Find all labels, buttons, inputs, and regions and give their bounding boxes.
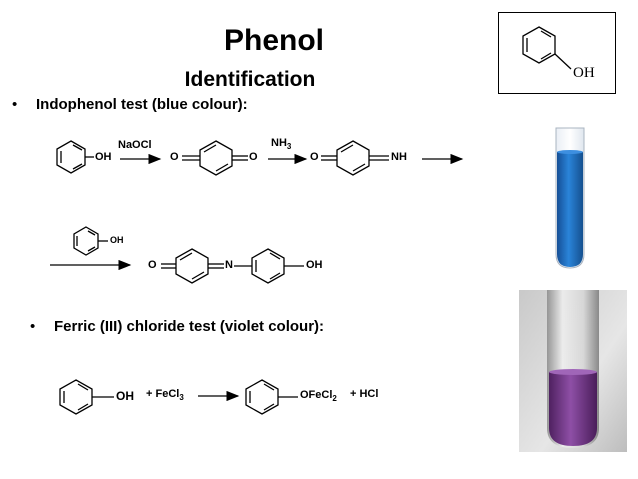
label-quinone-o-left: O: [170, 151, 179, 163]
phenol-ring-2: [73, 226, 108, 256]
label-fecl3: + FeCl3: [146, 388, 184, 403]
phenoxide-ring: [245, 379, 298, 415]
blue-test-tube-image: [548, 126, 592, 270]
phenol-ring-3: [59, 379, 114, 415]
label-product-oh: OH: [306, 259, 323, 271]
label-nh3: NH3: [271, 137, 292, 152]
slide-subtitle: Identification: [184, 68, 316, 91]
label-hcl: + HCl: [350, 388, 379, 400]
violet-test-tube-image: [519, 290, 627, 452]
indophenol-product: [161, 248, 304, 284]
label-oh-reactant: OH: [95, 151, 112, 163]
benzoquinone-ring: [182, 140, 248, 176]
bullet-marker: •: [30, 318, 36, 335]
structure-oh-label: OH: [573, 65, 595, 81]
label-product-o: O: [148, 259, 157, 271]
phenol-ring-1: [56, 140, 94, 174]
label-phenol-oh: OH: [110, 235, 124, 245]
bullet-ferric: • Ferric (III) chloride test (violet colo…: [30, 318, 324, 335]
label-imine-nh: NH: [391, 151, 407, 163]
label-ofecl2: OFeCl2: [300, 389, 337, 404]
label-imine-o: O: [310, 151, 319, 163]
label-ferric-oh: OH: [116, 389, 134, 403]
quinone-imine-ring: [321, 140, 389, 176]
bullet-text: Indophenol test (blue colour):: [36, 96, 248, 113]
slide-title: Phenol: [223, 24, 324, 57]
bullet-indophenol: • Indophenol test (blue colour):: [12, 96, 248, 113]
phenol-structure-icon: [522, 26, 572, 70]
bullet-text: Ferric (III) chloride test (violet colou…: [54, 318, 325, 335]
label-quinone-o-right: O: [249, 151, 258, 163]
bullet-marker: •: [12, 96, 18, 113]
label-naocl: NaOCl: [118, 139, 152, 151]
label-product-n: N: [225, 259, 233, 271]
phenol-structure-box: OH: [498, 12, 616, 94]
